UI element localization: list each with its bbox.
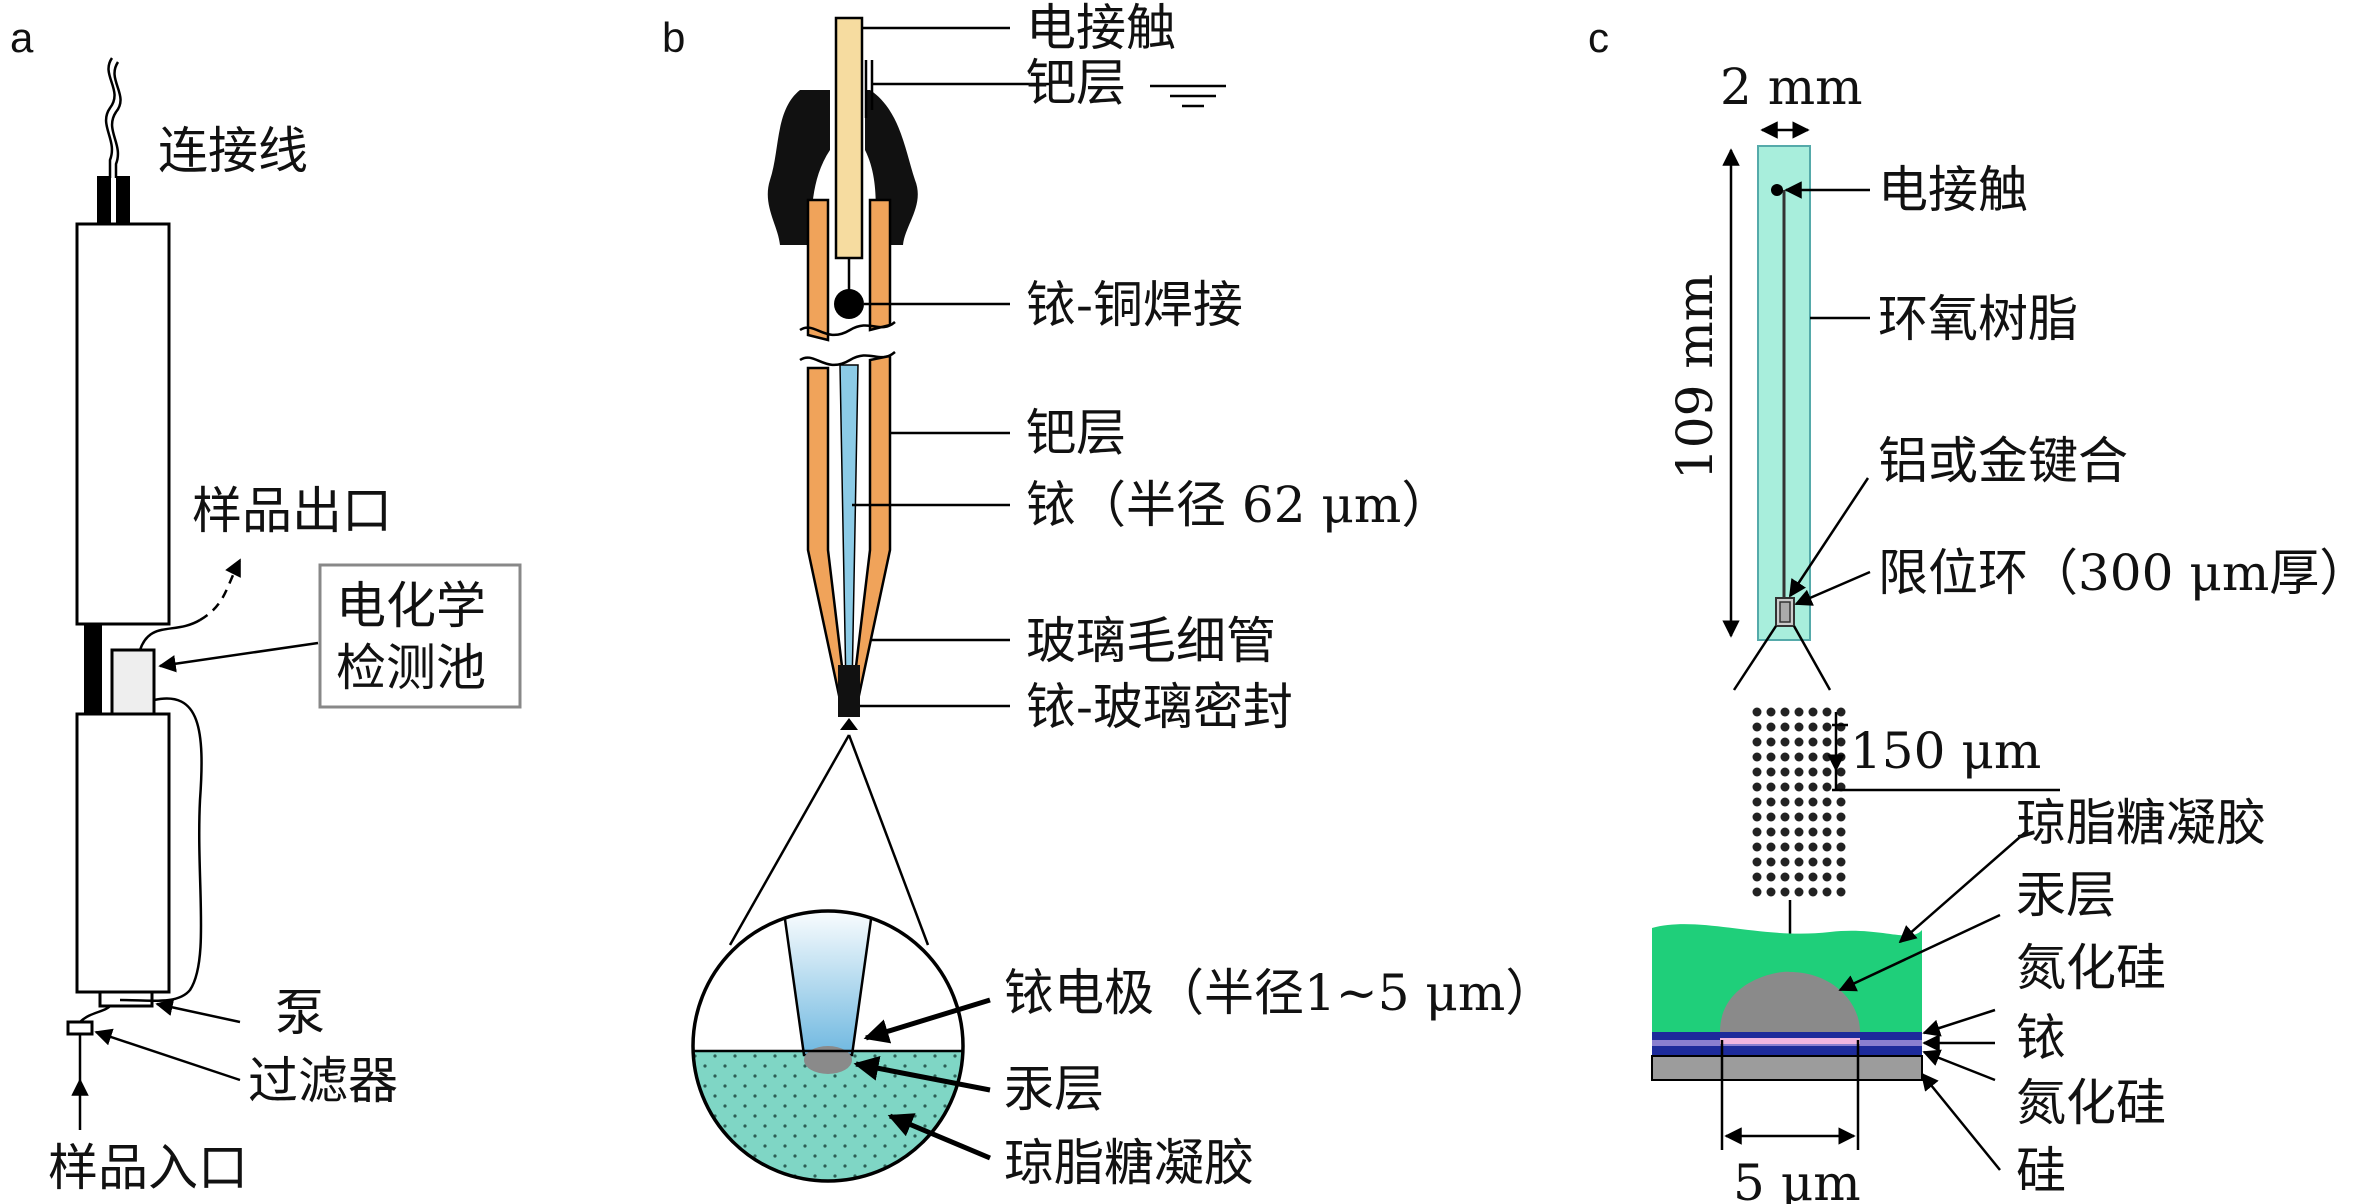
zoom-apex (840, 718, 858, 730)
microelectrode-array (1750, 705, 1848, 900)
label-epoxy: 环氧树脂 (1878, 290, 2078, 348)
pointer-retaining-ring (1794, 570, 1871, 606)
label-sin-bottom: 氮化硅 (2016, 1074, 2166, 1132)
label-silicon: 硅 (2016, 1142, 2066, 1200)
label-electrical-contact-b: 电接触 (1026, 0, 1176, 57)
wire-plug-left (97, 176, 111, 224)
label-mercury-c: 汞层 (2016, 866, 2116, 924)
pointer-sin-bottom (1922, 1049, 1996, 1082)
pointer-silicon (1920, 1072, 2001, 1171)
pump-pointer (155, 998, 241, 1024)
label-solder: 铱-铜焊接 (1026, 276, 1243, 334)
disk-dimension-label: 5 μm (1733, 1154, 1861, 1204)
zoom-line-c-left (1732, 625, 1778, 691)
pitch-dimension-label: 150 μm (1850, 722, 2041, 780)
retaining-ring-inner (1779, 601, 1791, 623)
length-dimension-label: 109 mm (1666, 274, 1724, 480)
wire-label: 连接线 (158, 122, 308, 180)
strip-outline (1757, 145, 1811, 641)
panel-a-letter: a (10, 14, 34, 61)
cap-left (767, 90, 830, 245)
silicon-nitride-top (1652, 1032, 1922, 1040)
upper-body (75, 222, 171, 626)
outlet-arrow (199, 558, 242, 622)
panel-a: a 连接线 样品出口 电化学 检测池 泵 过滤器 (10, 14, 522, 1197)
zoom-line-c-right (1792, 625, 1832, 691)
pointer-mercury-b (853, 1056, 991, 1093)
wire-plug-right (116, 176, 130, 224)
zoom-line-right (847, 734, 930, 946)
silicon-nitride-bottom (1652, 1046, 1922, 1056)
panel-c-letter: c (1588, 14, 1609, 61)
iridium-disk (1720, 1038, 1860, 1044)
pointer-sin-top (1922, 1008, 1996, 1037)
zoom-circle (691, 909, 965, 1183)
label-palladium-mid: 钯层 (1026, 404, 1126, 462)
width-dimension-label: 2 mm (1720, 58, 1863, 116)
contact-wire (834, 16, 864, 260)
pointer-agarose-c (1898, 829, 2029, 944)
mercury-hemisphere-c (1720, 971, 1860, 1032)
pointer-bonding (1788, 477, 1870, 598)
pointer-agarose-b (887, 1113, 991, 1161)
lower-body (75, 712, 171, 994)
label-iridium-c: 铱 (2016, 1009, 2066, 1067)
pointer-ir-electrode (863, 997, 991, 1044)
copper-upper-left (806, 198, 830, 342)
solder-joint (834, 289, 864, 319)
cell-label-box (318, 563, 522, 709)
panel-c: c 2 mm 109 mm 电接触 环氧树脂 铝或金键合 限位环（300 μm厚… (1588, 14, 2362, 1204)
outlet-tube (138, 618, 201, 651)
label-glass-capillary: 玻璃毛细管 (1026, 612, 1276, 670)
silicon-substrate (1651, 1055, 1923, 1081)
sample-inlet-label: 样品入口 (48, 1139, 248, 1197)
label-mercury-b: 汞层 (1004, 1060, 1104, 1118)
label-palladium-top: 钯层 (1026, 54, 1126, 112)
panel-b-letter: b (662, 14, 685, 61)
cell-pointer (158, 641, 319, 673)
label-agarose-b: 琼脂糖凝胶 (1004, 1134, 1254, 1192)
cell-label-line1: 电化学 (336, 577, 486, 635)
connector-rod (84, 624, 102, 714)
strip-contact-pad (1771, 184, 1783, 196)
filter-block (66, 1020, 94, 1036)
connection-wire-2 (110, 61, 122, 178)
cell-label-line2: 检测池 (336, 639, 486, 697)
panel-b: b 电 (662, 0, 1555, 1192)
pump-filter-tube (79, 1005, 111, 1023)
glass-seal (838, 665, 860, 717)
pointer-mercury-c (1838, 913, 2001, 992)
label-bonding: 铝或金键合 (1878, 432, 2128, 490)
iridium-wire (839, 364, 859, 691)
sample-outlet-label: 样品出口 (192, 482, 392, 540)
mercury-hemisphere-b (804, 1046, 852, 1074)
break-line-1 (799, 320, 896, 337)
connection-wire (104, 57, 116, 178)
label-retaining-ring: 限位环（300 μm厚） (1878, 544, 2362, 602)
label-ir-electrode: 铱电极（半径1~5 μm） (1004, 964, 1555, 1022)
label-sin-top: 氮化硅 (2016, 939, 2166, 997)
filter-label: 过滤器 (248, 1052, 398, 1110)
side-tube (119, 697, 203, 1003)
copper-upper-right (868, 198, 892, 332)
filter-pointer (94, 1028, 241, 1082)
label-electrical-contact-c: 电接触 (1878, 161, 2028, 219)
iridium-tip (781, 911, 875, 1057)
label-seal: 铱-玻璃密封 (1026, 678, 1293, 736)
pump-label: 泵 (275, 984, 325, 1042)
zoom-line-left (728, 734, 851, 946)
label-iridium-wire: 铱（半径 62 μm） (1026, 476, 1451, 534)
label-agarose-c: 琼脂糖凝胶 (2016, 794, 2266, 852)
detection-cell (110, 648, 156, 716)
